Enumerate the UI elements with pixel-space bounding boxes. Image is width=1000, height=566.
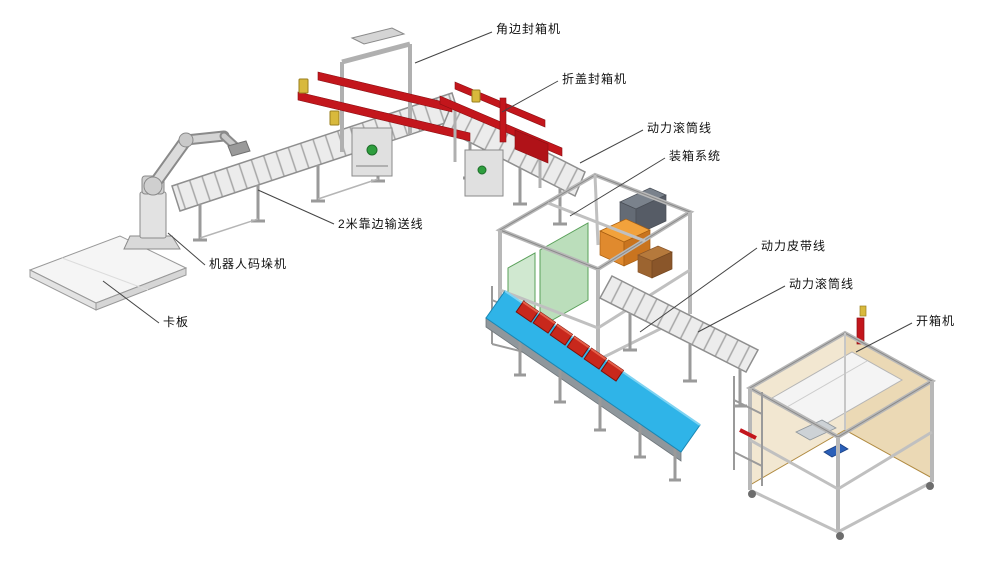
label-power-roller-top: 动力滚筒线 — [647, 121, 713, 135]
label-side-conveyor: 2米靠边输送线 — [338, 217, 424, 231]
corner-sealer — [297, 27, 471, 177]
label-robot-palletizer: 机器人码垛机 — [209, 257, 288, 271]
carton-erector — [733, 305, 937, 540]
side-conveyor — [171, 92, 461, 242]
belt-conveyor — [485, 290, 701, 482]
roller-conveyor-right — [598, 275, 760, 408]
roller-conveyor-top — [441, 102, 586, 226]
pallet — [28, 235, 188, 311]
leader-lines — [102, 31, 913, 353]
label-corner-sealer: 角边封箱机 — [496, 22, 562, 36]
label-pallet: 卡板 — [163, 315, 190, 329]
robot-palletizer — [123, 130, 251, 250]
label-case-packer: 装箱系统 — [669, 149, 722, 163]
label-power-roller-right: 动力滚筒线 — [789, 277, 855, 291]
label-carton-erector: 开箱机 — [916, 314, 956, 328]
label-flap-sealer: 折盖封箱机 — [562, 72, 628, 86]
label-power-belt: 动力皮带线 — [761, 239, 827, 253]
flap-sealer — [439, 81, 563, 197]
